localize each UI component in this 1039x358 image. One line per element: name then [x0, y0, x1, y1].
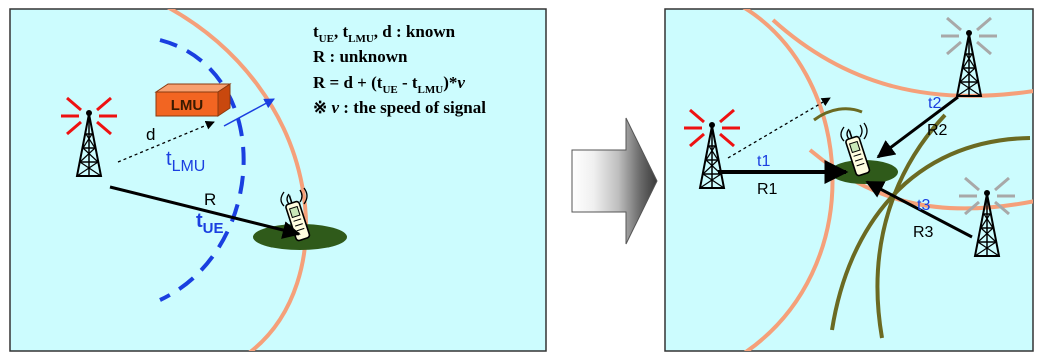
r1-label: R1: [757, 181, 778, 198]
orange-range-arc-2: [771, 18, 1033, 98]
t-lmu-t: t: [166, 148, 172, 170]
olive-range-arc-2: [875, 113, 947, 339]
lmu-box-icon: LMU: [154, 83, 232, 117]
base-station-1-icon: [684, 108, 740, 189]
r3-arrow: [865, 180, 973, 239]
signal-direction-arrow: [223, 98, 275, 127]
radio-waves-icon: [959, 176, 1015, 216]
t3-label: t3: [917, 197, 930, 214]
base-station-3-icon: [959, 176, 1015, 257]
t-lmu-label: tLMU: [166, 148, 205, 175]
r3-label: R3: [913, 224, 934, 241]
r-distance-arrow: [109, 185, 301, 239]
radio-waves-icon: [941, 16, 997, 56]
base-station-2-icon: [941, 16, 997, 97]
r2-label: R2: [927, 122, 948, 139]
t-ue-sub: UE: [203, 220, 224, 237]
legend-line-1: tUE, tLMU, d : known: [313, 22, 456, 45]
left-panel-background: [9, 8, 547, 352]
d-distance-line: [117, 120, 215, 163]
orange-range-arc: [166, 9, 308, 351]
t-ue-label: tUE: [196, 210, 224, 237]
legend: tUE, tLMU, d : known R : unknown R = d +…: [313, 22, 486, 117]
t2-label: t2: [928, 95, 941, 112]
olive-range-arc-3: [813, 107, 863, 122]
r-label: R: [204, 190, 216, 209]
t-ue-t: t: [196, 210, 203, 232]
d-label: d: [146, 125, 155, 144]
radio-waves-icon: [684, 108, 740, 148]
dotted-line: [727, 97, 831, 159]
t1-label: t1: [757, 153, 770, 170]
right-panel: t1 R1 t2 R2 t3 R3: [664, 8, 1034, 352]
radio-waves-icon: [61, 96, 117, 136]
t-lmu-sub: LMU: [172, 158, 206, 175]
lmu-label: LMU: [171, 97, 204, 114]
legend-line-2: R : unknown: [313, 47, 408, 66]
blue-dashed-arc: [159, 38, 246, 302]
legend-line-4: ※ v : the speed of signal: [313, 98, 486, 117]
legend-line-3: R = d + (tUE - tLMU)*v: [313, 73, 465, 96]
left-panel: LMU d tLMU R tUE tUE, tLMU, d : known R …: [9, 8, 547, 352]
base-station-icon: [61, 96, 117, 177]
r2-arrow: [876, 95, 959, 159]
shaded-arrow-icon: [571, 117, 658, 245]
